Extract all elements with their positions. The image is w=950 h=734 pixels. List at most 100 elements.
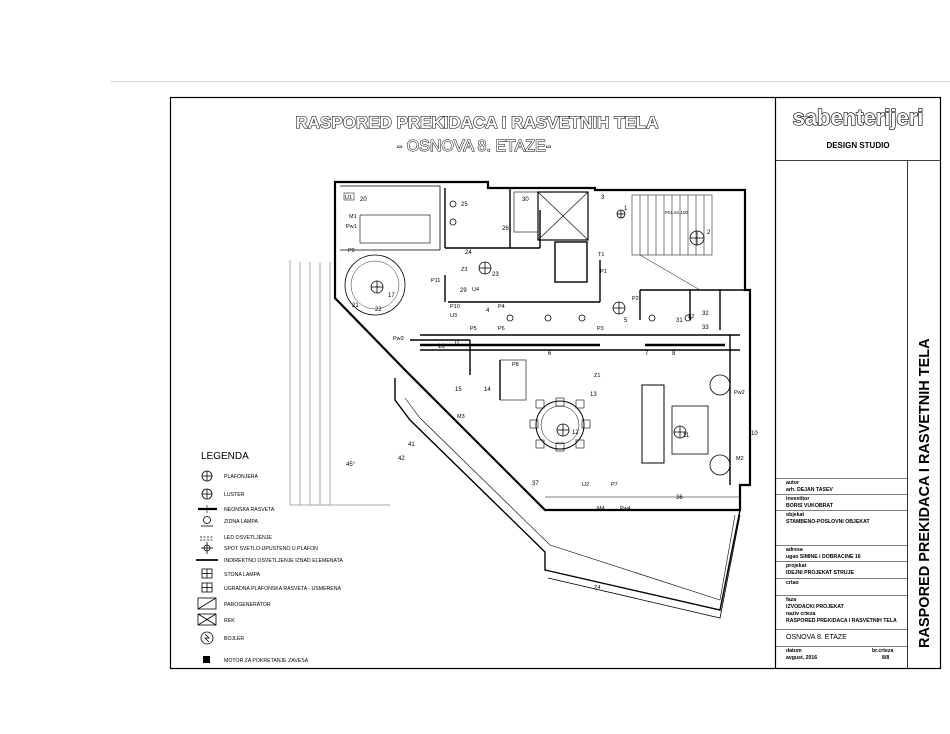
label-24: 24 [465, 250, 472, 256]
switch-P10: P10 [450, 304, 460, 310]
switch-P2: P2 [632, 296, 639, 302]
legend-item-4: LED OSVETLJENJE [224, 535, 272, 541]
tb-label-7: naziv crteza [786, 611, 816, 617]
legend-plafonjera-icon [201, 470, 213, 482]
brand-tagline: DESIGN STUDIO [826, 141, 889, 150]
label-31: 31 [676, 318, 683, 324]
staircase [631, 194, 713, 291]
switch-Z3: Z3 [461, 267, 467, 273]
tb-sheet-label: br.crteza [872, 648, 893, 654]
legend: PLAFONJERA LUSTER NEONSKA RASVETA ZIDNA … [196, 470, 343, 664]
legend-luster-icon [201, 488, 213, 500]
drawing-subtitle: - OSNOVA 8. ETAZE- [397, 138, 551, 155]
legend-item-10: REK [224, 618, 235, 624]
switch-U3: U3 [450, 313, 457, 319]
brand-logo: sabenterijeri [793, 105, 924, 130]
legend-item-5: SPOT SVETLO-UPUSTENO U PLAFON [224, 546, 318, 552]
switch-M1: M1 [349, 214, 357, 220]
switch-P8: P8 [512, 362, 519, 368]
fixture-11 [673, 425, 687, 439]
switch-I1: I1 [455, 341, 460, 347]
switch-P3: P3 [597, 326, 604, 332]
bed-area [359, 214, 431, 244]
tb-label-0: autor [786, 480, 799, 486]
tb-label-5: crtao [786, 580, 799, 586]
legend-item-0: PLAFONJERA [224, 474, 259, 480]
legend-wall-lamp-icon [201, 516, 213, 527]
bathtub [513, 191, 539, 233]
sheet-border [169, 96, 942, 670]
dining-table [535, 400, 585, 450]
fixture-17 [370, 280, 384, 294]
label-33: 33 [702, 325, 709, 331]
floor-plan [289, 180, 752, 619]
label-22: 22 [375, 307, 382, 313]
label-13: 13 [590, 392, 597, 398]
switch-M3: M3 [457, 414, 465, 420]
tb-value-3: ugao SIMINE i DOBRACINE 16 [786, 554, 861, 560]
switch-P9: P9 [348, 248, 355, 254]
switch-Pw3: Pw3 [393, 336, 404, 342]
legend-item-2: NEONSKA RASVETA [224, 507, 275, 513]
legend-heading: LEGENDA [201, 451, 249, 462]
kitchen-counter [499, 359, 527, 401]
tb-drawing-name: OSNOVA 8. ETAZE [786, 634, 847, 641]
switch-P6: P6 [498, 326, 505, 332]
fixture-5 [612, 301, 626, 315]
tb-label-6: faza [786, 597, 796, 603]
tb-value-7: RASPORED PREKIDACA I RASVETNIH TELA [786, 618, 897, 624]
tb-label-1: investitor [786, 496, 809, 502]
round-rug [344, 254, 406, 316]
label-10: 10 [751, 431, 758, 437]
tb-label-2: objekat [786, 512, 804, 518]
switch-Z4: Z4 [594, 585, 600, 591]
fixture-2 [689, 230, 705, 246]
legend-item-3: ZIDNA LAMPA [224, 519, 258, 525]
legend-directional-icon [201, 582, 213, 593]
switch-M2: M2 [736, 456, 744, 462]
switch-P5: P5 [470, 326, 477, 332]
sofa [641, 384, 665, 464]
terrace-outline [394, 378, 741, 611]
armchair-2 [709, 454, 731, 476]
legend-steam-icon [197, 597, 217, 610]
legend-item-7: STONA LAMPA [224, 572, 261, 578]
label-25: 25 [461, 202, 468, 208]
plan-fixtures [370, 200, 705, 439]
legend-item-11: BOJLER [224, 636, 244, 642]
tb-date: avgust, 2016 [786, 655, 817, 661]
label-29: 29 [460, 288, 467, 294]
tb-label-4: projekat [786, 563, 806, 569]
fixture-row [506, 314, 692, 322]
switch-P11: P11 [431, 278, 440, 284]
fixture-1 [616, 209, 626, 219]
label-21: 21 [352, 303, 359, 309]
plan-inner-wall [340, 185, 441, 251]
label-15: 15 [455, 387, 462, 393]
switch-M4: M4 [597, 506, 605, 512]
label-36: 36 [676, 495, 683, 501]
label-11: 11 [683, 433, 690, 439]
title-block: autor arh. DEJAN TASEV investitor BORIS … [776, 478, 907, 661]
legend-item-1: LUSTER [224, 492, 245, 498]
stair-note: P01.61.100 [665, 210, 689, 215]
tb-date-label: datum [786, 648, 802, 654]
switch-Z2: Z2 [688, 314, 694, 320]
label-16: 16 [438, 344, 445, 350]
legend-item-12: MOTOR ZA POKRETANJE ZAVESA [224, 658, 309, 664]
tb-sheet: 8/8 [882, 655, 889, 661]
legend-neon-icon [198, 505, 217, 513]
fixture-23 [478, 261, 492, 275]
angle-label: 45° [346, 462, 356, 468]
drawing-title: RASPORED PREKIDACA I RASVETNIH TELA [295, 113, 658, 132]
neighbour-strip [289, 260, 390, 506]
label-23: 23 [492, 272, 499, 278]
switch-Pw2: Pw2 [734, 390, 745, 396]
label-5: 5 [624, 318, 628, 324]
switch-U2: U2 [582, 482, 589, 488]
switch-U1: U1 [345, 195, 352, 201]
label-20: 20 [360, 197, 367, 203]
legend-table-lamp-icon [201, 568, 213, 579]
page-top-rule [110, 81, 950, 82]
